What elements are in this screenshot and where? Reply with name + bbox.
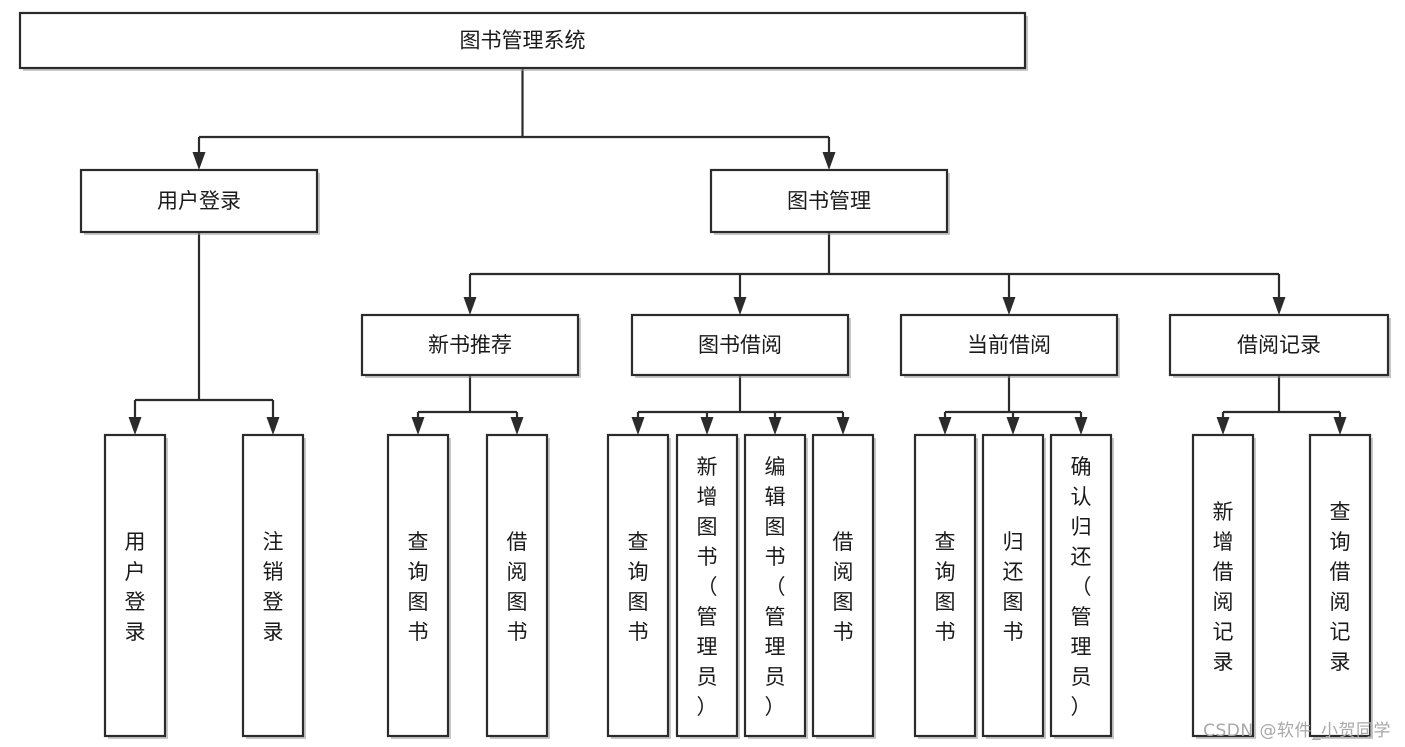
node-label: 借阅图书 [833,530,854,644]
node-label: 编辑图书（管理员） [765,455,786,719]
arrow-head-to-current-borrow [1002,297,1016,315]
node-label: 新增图书（管理员） [697,455,718,719]
node-leaf-add-book[interactable]: 新增图书（管理员） [675,433,740,739]
node-box[interactable] [743,433,807,738]
node-new-book-recommend[interactable]: 新书推荐 [360,313,581,378]
node-label: 查询图书 [408,530,429,644]
node-box[interactable] [79,168,319,234]
node-label: 新增借阅记录 [1213,500,1234,674]
node-box[interactable] [386,433,450,738]
node-current-borrow[interactable]: 当前借阅 [899,313,1120,378]
node-leaf-borrow-book-1[interactable]: 借阅图书 [485,433,550,739]
arrow-head-to-user-login [192,152,206,170]
node-box[interactable] [675,433,739,738]
node-book-borrow[interactable]: 图书借阅 [630,313,851,378]
node-box[interactable] [606,433,670,738]
node-box[interactable] [241,433,305,738]
arrow-head-to-new-book-recommend [463,297,477,315]
node-label: 借阅记录 [1237,333,1321,357]
arrow-head-to-leaf-query-book-2 [631,417,645,435]
node-box[interactable] [630,313,850,377]
node-leaf-return-book[interactable]: 归还图书 [981,433,1046,739]
node-label: 查询图书 [935,530,956,644]
arrow-head-to-leaf-user-login [128,417,142,435]
arrow-head-to-leaf-add-record [1216,417,1230,435]
arrow-head-to-leaf-query-book-1 [411,417,425,435]
node-box[interactable] [360,313,580,377]
arrow-head-to-leaf-query-book-3 [938,417,952,435]
node-box[interactable] [811,433,875,738]
node-leaf-query-book-2[interactable]: 查询图书 [606,433,671,739]
node-label: 归还图书 [1003,530,1024,644]
node-box[interactable] [709,168,949,234]
node-label: 图书管理 [787,189,871,213]
node-label: 图书借阅 [698,333,782,357]
node-box[interactable] [485,433,549,738]
node-leaf-query-book-1[interactable]: 查询图书 [386,433,451,739]
arrow-head-to-leaf-borrow-book-2 [836,417,850,435]
nodes-layer: 图书管理系统用户登录图书管理新书推荐图书借阅当前借阅借阅记录用户登录注销登录查询… [18,11,1391,739]
node-label: 图书管理系统 [460,29,586,53]
node-borrow-record[interactable]: 借阅记录 [1168,313,1391,378]
node-book-manage[interactable]: 图书管理 [709,168,950,235]
arrow-head-to-leaf-user-logout [266,417,280,435]
node-leaf-edit-book[interactable]: 编辑图书（管理员） [743,433,808,739]
arrow-head-to-borrow-record [1272,297,1286,315]
node-leaf-confirm-return[interactable]: 确认归还（管理员） [1049,433,1114,739]
node-label: 新书推荐 [428,333,512,357]
node-box[interactable] [913,433,977,738]
node-label: 借阅图书 [507,530,528,644]
arrow-head-to-leaf-confirm-return [1074,417,1088,435]
node-user-login[interactable]: 用户登录 [79,168,320,235]
node-box[interactable] [981,433,1045,738]
node-box[interactable] [899,313,1119,377]
node-box[interactable] [18,11,1027,70]
node-leaf-query-book-3[interactable]: 查询图书 [913,433,978,739]
node-label: 确认归还（管理员） [1071,455,1092,719]
node-label: 查询借阅记录 [1330,500,1351,674]
edges-layer [128,68,1347,435]
node-box[interactable] [1308,433,1372,738]
node-box[interactable] [1168,313,1390,377]
node-label: 当前借阅 [967,333,1051,357]
arrow-head-to-book-manage [822,152,836,170]
node-leaf-user-logout[interactable]: 注销登录 [241,433,306,739]
node-box[interactable] [1049,433,1113,738]
node-undefined[interactable]: 图书管理系统 [18,11,1028,71]
node-label: 用户登录 [157,189,241,213]
node-box[interactable] [1191,433,1255,738]
arrow-head-to-leaf-edit-book [768,417,782,435]
node-box[interactable] [103,433,167,738]
node-leaf-add-record[interactable]: 新增借阅记录 [1191,433,1256,739]
arrow-head-to-leaf-borrow-book-1 [510,417,524,435]
node-leaf-query-record[interactable]: 查询借阅记录 [1308,433,1373,739]
node-leaf-borrow-book-2[interactable]: 借阅图书 [811,433,876,739]
arrow-head-to-leaf-add-book [700,417,714,435]
node-label: 用户登录 [125,530,146,644]
arrow-head-to-leaf-query-record [1333,417,1347,435]
arrow-head-to-leaf-return-book [1006,417,1020,435]
node-leaf-user-login[interactable]: 用户登录 [103,433,168,739]
node-label: 查询图书 [628,530,649,644]
node-label: 注销登录 [263,530,284,644]
arrow-head-to-book-borrow [733,297,747,315]
